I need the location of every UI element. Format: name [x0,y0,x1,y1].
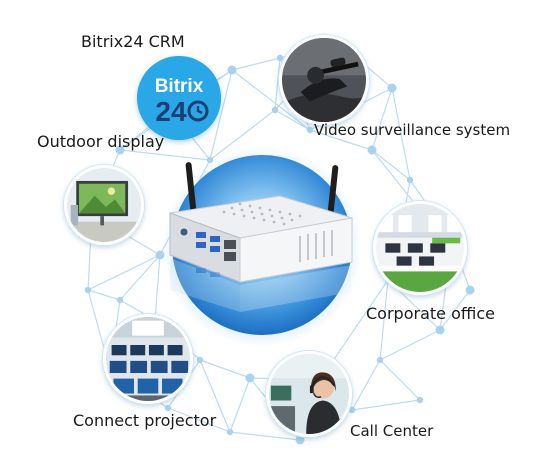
label-corporate-office: Corporate office [366,304,495,323]
network-node [306,126,314,134]
office-scene-graphic [376,204,464,292]
network-node [116,296,124,304]
label-bitrix-crm: Bitrix24 CRM [81,32,185,51]
network-node [465,285,475,295]
network-line [379,329,441,361]
network-line [371,87,393,151]
network-line [199,359,231,433]
network-node [164,404,172,412]
corporate-office-image [373,201,467,295]
network-node [226,428,234,436]
call-center-scene-graphic [269,354,349,434]
network-line [439,289,471,331]
clock-icon [187,100,209,122]
network-line [119,149,211,161]
network-node [367,145,377,155]
network-line [209,69,233,161]
network-node [435,325,445,335]
network-line [309,129,373,151]
network-node [271,106,279,114]
network-node [376,356,384,364]
network-line [209,109,276,161]
outdoor-display-image [64,165,144,245]
network-line [371,149,411,181]
network-line [274,109,311,131]
network-line [391,87,411,181]
network-line [371,149,421,211]
sniper-scene-graphic [282,38,366,122]
network-line [231,69,311,131]
label-call-center: Call Center [350,422,434,440]
network-line [229,377,251,433]
network-line [351,359,381,411]
network-line [87,254,161,291]
label-outdoor-display: Outdoor display [37,132,165,151]
video-surveillance-image [279,35,369,125]
network-node [245,373,255,383]
network-node [227,65,237,75]
network-line [351,399,421,411]
billboard-scene-graphic [67,168,141,242]
bitrix24-logo: Bitrix 24 [137,56,221,140]
network-line [154,254,161,321]
network-line [229,431,301,441]
network-node [115,145,125,155]
network-line [379,359,421,401]
network-line [379,279,389,361]
bitrix-logo-number: 24 [155,96,187,127]
network-line [199,359,251,379]
bitrix-logo-word: Bitrix [155,76,204,97]
network-node [416,396,424,404]
network-line [231,57,281,71]
network-line [119,254,161,301]
bitrix24-logo-graphic: Bitrix 24 [137,56,221,140]
network-node [387,83,397,93]
network-node [348,406,356,414]
network-node [406,176,414,184]
network-line [167,407,231,433]
network-node [84,286,92,294]
projector-classroom-image [103,314,193,404]
mini-pc-image [169,162,353,312]
classroom-scene-graphic [106,317,190,401]
label-video-surveillance: Video surveillance system [314,121,511,139]
network-node [276,54,284,62]
network-line [87,289,121,301]
network-line [274,57,281,111]
label-connect-projector: Connect projector [73,411,217,430]
network-node [295,435,305,445]
network-node [196,356,204,364]
call-center-image [266,351,352,437]
